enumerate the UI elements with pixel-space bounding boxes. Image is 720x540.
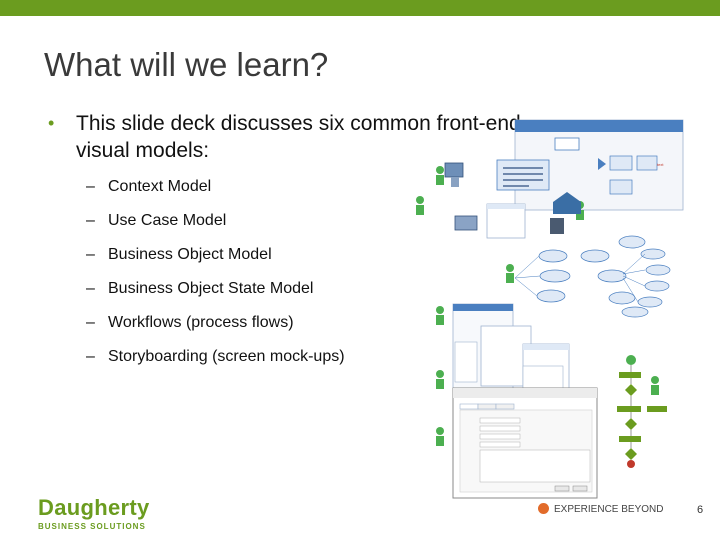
models-collage: text [416, 119, 684, 499]
sub-item: –Business Object Model [86, 246, 272, 263]
page-number: 6 [697, 504, 704, 516]
tagline-text: EXPERIENCE BEYOND [554, 504, 664, 516]
business-object-thumbnail [452, 303, 570, 405]
company-subtitle: BUSINESS SOLUTIONS [38, 522, 146, 531]
sub-item-label: Workflows (process flows) [108, 314, 294, 331]
sub-item: –Use Case Model [86, 212, 227, 229]
bullet-dot: • [48, 113, 55, 133]
sub-item-label: Use Case Model [108, 212, 227, 229]
context-note [496, 159, 550, 191]
tagline-circle-icon [538, 503, 549, 514]
sub-item: –Context Model [86, 178, 212, 195]
sub-item-label: Storyboarding (screen mock-ups) [108, 348, 345, 365]
company-name: Daugherty [38, 495, 150, 520]
bullet-text: This slide deck discusses six common fro… [76, 112, 521, 162]
sub-item: –Workflows (process flows) [86, 314, 294, 331]
slide-title: What will we learn? [44, 46, 329, 83]
sub-item-label: Business Object Model [108, 246, 272, 263]
sub-item: –Storyboarding (screen mock-ups) [86, 348, 345, 365]
tagline: EXPERIENCE BEYOND [538, 503, 664, 516]
company-logo: Daugherty BUSINESS SOLUTIONS [38, 495, 150, 531]
svg-text:text: text [657, 162, 664, 167]
sub-item: –Business Object State Model [86, 280, 314, 297]
top-accent-bar [0, 0, 720, 16]
workflow-thumbnail [617, 355, 667, 468]
storyboard-thumbnail [452, 387, 598, 499]
sub-item-label: Context Model [108, 178, 212, 195]
sub-item-label: Business Object State Model [108, 280, 314, 297]
use-case-thumbnail [536, 235, 671, 318]
